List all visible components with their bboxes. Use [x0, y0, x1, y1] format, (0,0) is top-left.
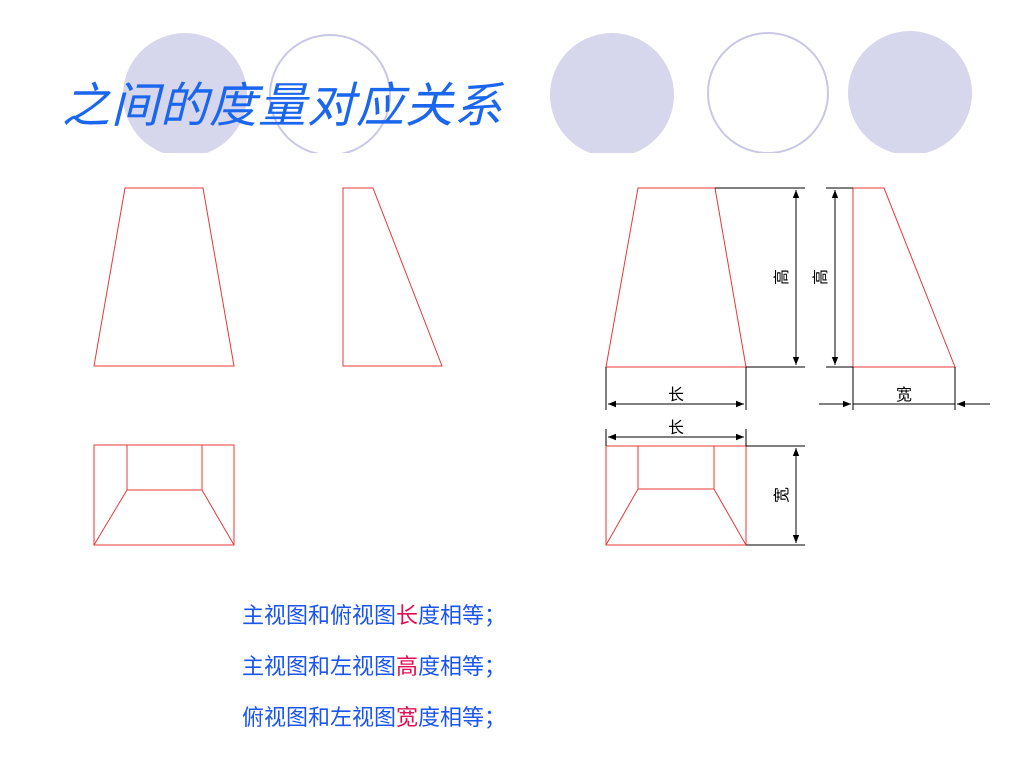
rule-text: 主视图和俯视图: [242, 604, 397, 629]
front-view-plain: [93, 187, 235, 367]
dimension-labels: 长 宽 长 高 高 宽: [668, 269, 912, 503]
front-length-label: 长: [668, 385, 684, 404]
side-view-plain: [342, 187, 443, 367]
rule-text: 度相等；: [418, 655, 507, 680]
side-height-label: 高: [811, 269, 830, 285]
front-view-dimensioned: [605, 187, 747, 368]
views-plain: [93, 187, 443, 546]
rule-line-2: 主视图和左视图高度相等；: [242, 649, 506, 681]
deco-circle-filled: [123, 33, 247, 153]
rule-line-3: 俯视图和左视图宽度相等；: [242, 700, 506, 732]
rule-text: 度相等；: [418, 706, 507, 731]
slide-title: 之间的度量对应关系: [62, 78, 504, 134]
deco-circle-outline: [707, 32, 829, 153]
deco-circle-filled: [550, 33, 674, 153]
top-length-label: 长: [668, 418, 684, 437]
rule-text: 主视图和左视图: [242, 655, 397, 680]
front-height-label: 高: [772, 269, 791, 285]
header-decoration: [123, 31, 972, 153]
rule-highlight: 宽: [396, 706, 419, 731]
rule-text: 度相等；: [418, 604, 507, 629]
rule-highlight: 长: [396, 604, 419, 629]
top-view-dimensioned: [605, 445, 747, 546]
deco-circle-filled: [848, 31, 972, 153]
rule-line-1: 主视图和俯视图长度相等；: [242, 598, 506, 630]
rule-text: 俯视图和左视图: [242, 706, 397, 731]
side-width-label: 宽: [896, 385, 912, 404]
top-width-label: 宽: [772, 487, 791, 503]
dimension-lines: [605, 187, 990, 546]
deco-circle-outline: [269, 34, 391, 153]
rule-highlight: 高: [396, 655, 419, 680]
top-view-plain: [93, 444, 235, 546]
side-view-dimensioned: [852, 187, 956, 368]
